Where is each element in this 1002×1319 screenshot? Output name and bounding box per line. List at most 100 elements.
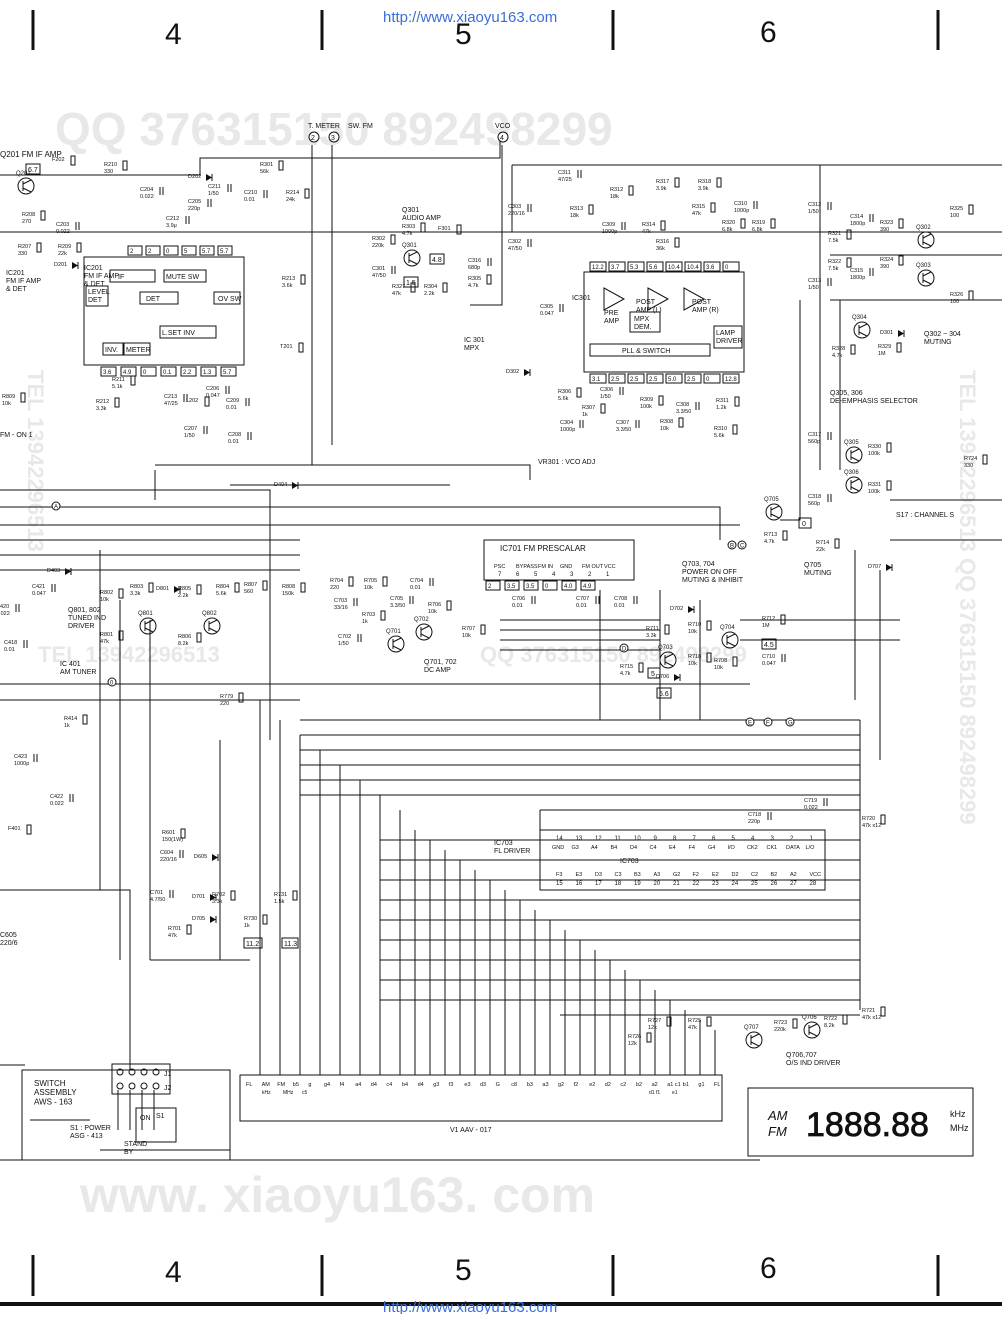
component-ref: R601 xyxy=(162,830,175,836)
transistor-label: Q705 xyxy=(764,497,779,503)
component-ref: R330 xyxy=(868,444,881,450)
ic201-pin-top-tag: 5 xyxy=(184,249,188,255)
ic703-bottom-pin-number: 28 xyxy=(810,881,817,887)
component-ref: C302 xyxy=(508,239,521,245)
ic703-top-pin-number: 7 xyxy=(693,836,697,842)
component-ref: R207 xyxy=(18,244,31,250)
ic703-top-pin-name: F4 xyxy=(689,845,695,851)
component-ref: C705 xyxy=(390,596,403,602)
ic701-pin-number: 4 xyxy=(552,572,556,578)
transistor-symbol xyxy=(387,635,405,653)
component-ref: R314 xyxy=(642,222,655,228)
component-value: 18k xyxy=(610,194,619,200)
component-value: 4.7k xyxy=(402,231,413,237)
ic701-pin-name: BYPASS xyxy=(516,564,538,570)
component-value: 1/50 xyxy=(600,394,611,400)
component-value: 0.022 xyxy=(0,611,10,617)
transistor-label: Q707 xyxy=(744,1025,759,1031)
component-value: 47k xyxy=(392,291,401,297)
component-value: 1000p xyxy=(14,761,29,767)
component-ref: R710 xyxy=(688,622,701,628)
component-ref: R303 xyxy=(402,224,415,230)
component-value: 4.7/50 xyxy=(150,897,165,903)
component-ref: R331 xyxy=(868,482,881,488)
fl-display-panel: AM FM 1888.88 kHz MHz xyxy=(747,1087,974,1157)
ic703-bottom-pin-name: C2 xyxy=(751,872,758,878)
component-value: 47/25 xyxy=(164,401,178,407)
component-ref: R803 xyxy=(130,584,143,590)
component-value: 1000p xyxy=(602,229,617,235)
component-ref: C203 xyxy=(56,222,69,228)
component-value: 0.01 xyxy=(614,603,625,609)
component-value: 12k xyxy=(648,1025,657,1031)
v1-pin-label: d2 xyxy=(605,1082,611,1088)
component-ref: R211 xyxy=(112,377,125,383)
component-value: 3.3k xyxy=(646,633,657,639)
component-ref: R312 xyxy=(610,187,623,193)
component-value: 3.9k xyxy=(698,186,709,192)
component-ref: R702 xyxy=(212,892,225,898)
component-ref: R807 xyxy=(244,582,257,588)
component-value: 1/50 xyxy=(808,285,819,291)
component-ref: C309 xyxy=(602,222,615,228)
voltage-45: 4.5 xyxy=(764,642,774,649)
watermark-qq-top: QQ 376315150 892498299 xyxy=(55,103,613,155)
ic201-pin-bottom-tag: 1.3 xyxy=(203,370,212,376)
ic703-top-pin-number: 4 xyxy=(751,836,755,842)
component-value: 47/25 xyxy=(558,177,572,183)
component-ref: R713 xyxy=(764,532,777,538)
ic703-top-pin-number: 14 xyxy=(556,836,563,842)
component-value: 56k xyxy=(260,169,269,175)
ic703-top-pin-name: C4 xyxy=(650,845,657,851)
component-value: 1M xyxy=(878,351,886,357)
component-ref: R724 xyxy=(964,456,977,462)
component-ref: R779 xyxy=(220,694,233,700)
component-ref: C213 xyxy=(164,394,177,400)
component-ref: R209 xyxy=(58,244,71,250)
component-value: 3.3/50 xyxy=(390,603,405,609)
transistor-symbol xyxy=(415,623,433,641)
component-ref: D403 xyxy=(47,568,60,574)
component-value: 560p xyxy=(808,439,820,445)
display-digits: 1888.88 xyxy=(806,1106,929,1144)
component-value: 47/50 xyxy=(372,273,386,279)
component-value: 1000p xyxy=(734,208,749,214)
component-ref: R323 xyxy=(880,220,893,226)
ic701-pin-voltage: 4.9 xyxy=(583,584,592,590)
component-ref: R801 xyxy=(100,632,113,638)
watermark-tel-vertical-left: TEL 13942296513 xyxy=(23,370,48,552)
component-ref: R714 xyxy=(816,540,829,546)
v1-pin-label: g1 xyxy=(698,1082,704,1088)
ic201-det-cell: DET xyxy=(146,296,161,303)
ic703-top-pin-number: 11 xyxy=(615,836,622,842)
component-ref: D202 xyxy=(188,174,201,180)
component-value: 10k xyxy=(660,426,669,432)
ic701-pin-voltage: 0 xyxy=(545,584,549,590)
component-ref: C305 xyxy=(540,304,553,310)
transistor-label: Q201 xyxy=(16,171,31,177)
ic701-pin-name: PSC xyxy=(494,564,505,570)
component-value: 12k xyxy=(628,1041,637,1047)
ic201-pin-top-tag: 5.7 xyxy=(220,249,229,255)
component-ref: C703 xyxy=(334,598,347,604)
ic201-pin-bottom-tag: 2.2 xyxy=(183,370,192,376)
component-value: 5.6k xyxy=(558,396,569,402)
ic703-top-pin-number: 8 xyxy=(673,836,677,842)
component-ref: R329 xyxy=(878,344,891,350)
label-s17: S17 : CHANNEL S xyxy=(896,512,954,519)
ic301-pin-top-tag: 5.3 xyxy=(630,265,639,271)
v1-pin-label: g4 xyxy=(324,1082,330,1088)
component-value: 47k xyxy=(100,639,109,645)
component-ref: C422 xyxy=(50,794,63,800)
ic301-id: IC301 xyxy=(572,295,591,302)
terminal-2-num: 2 xyxy=(311,135,315,142)
